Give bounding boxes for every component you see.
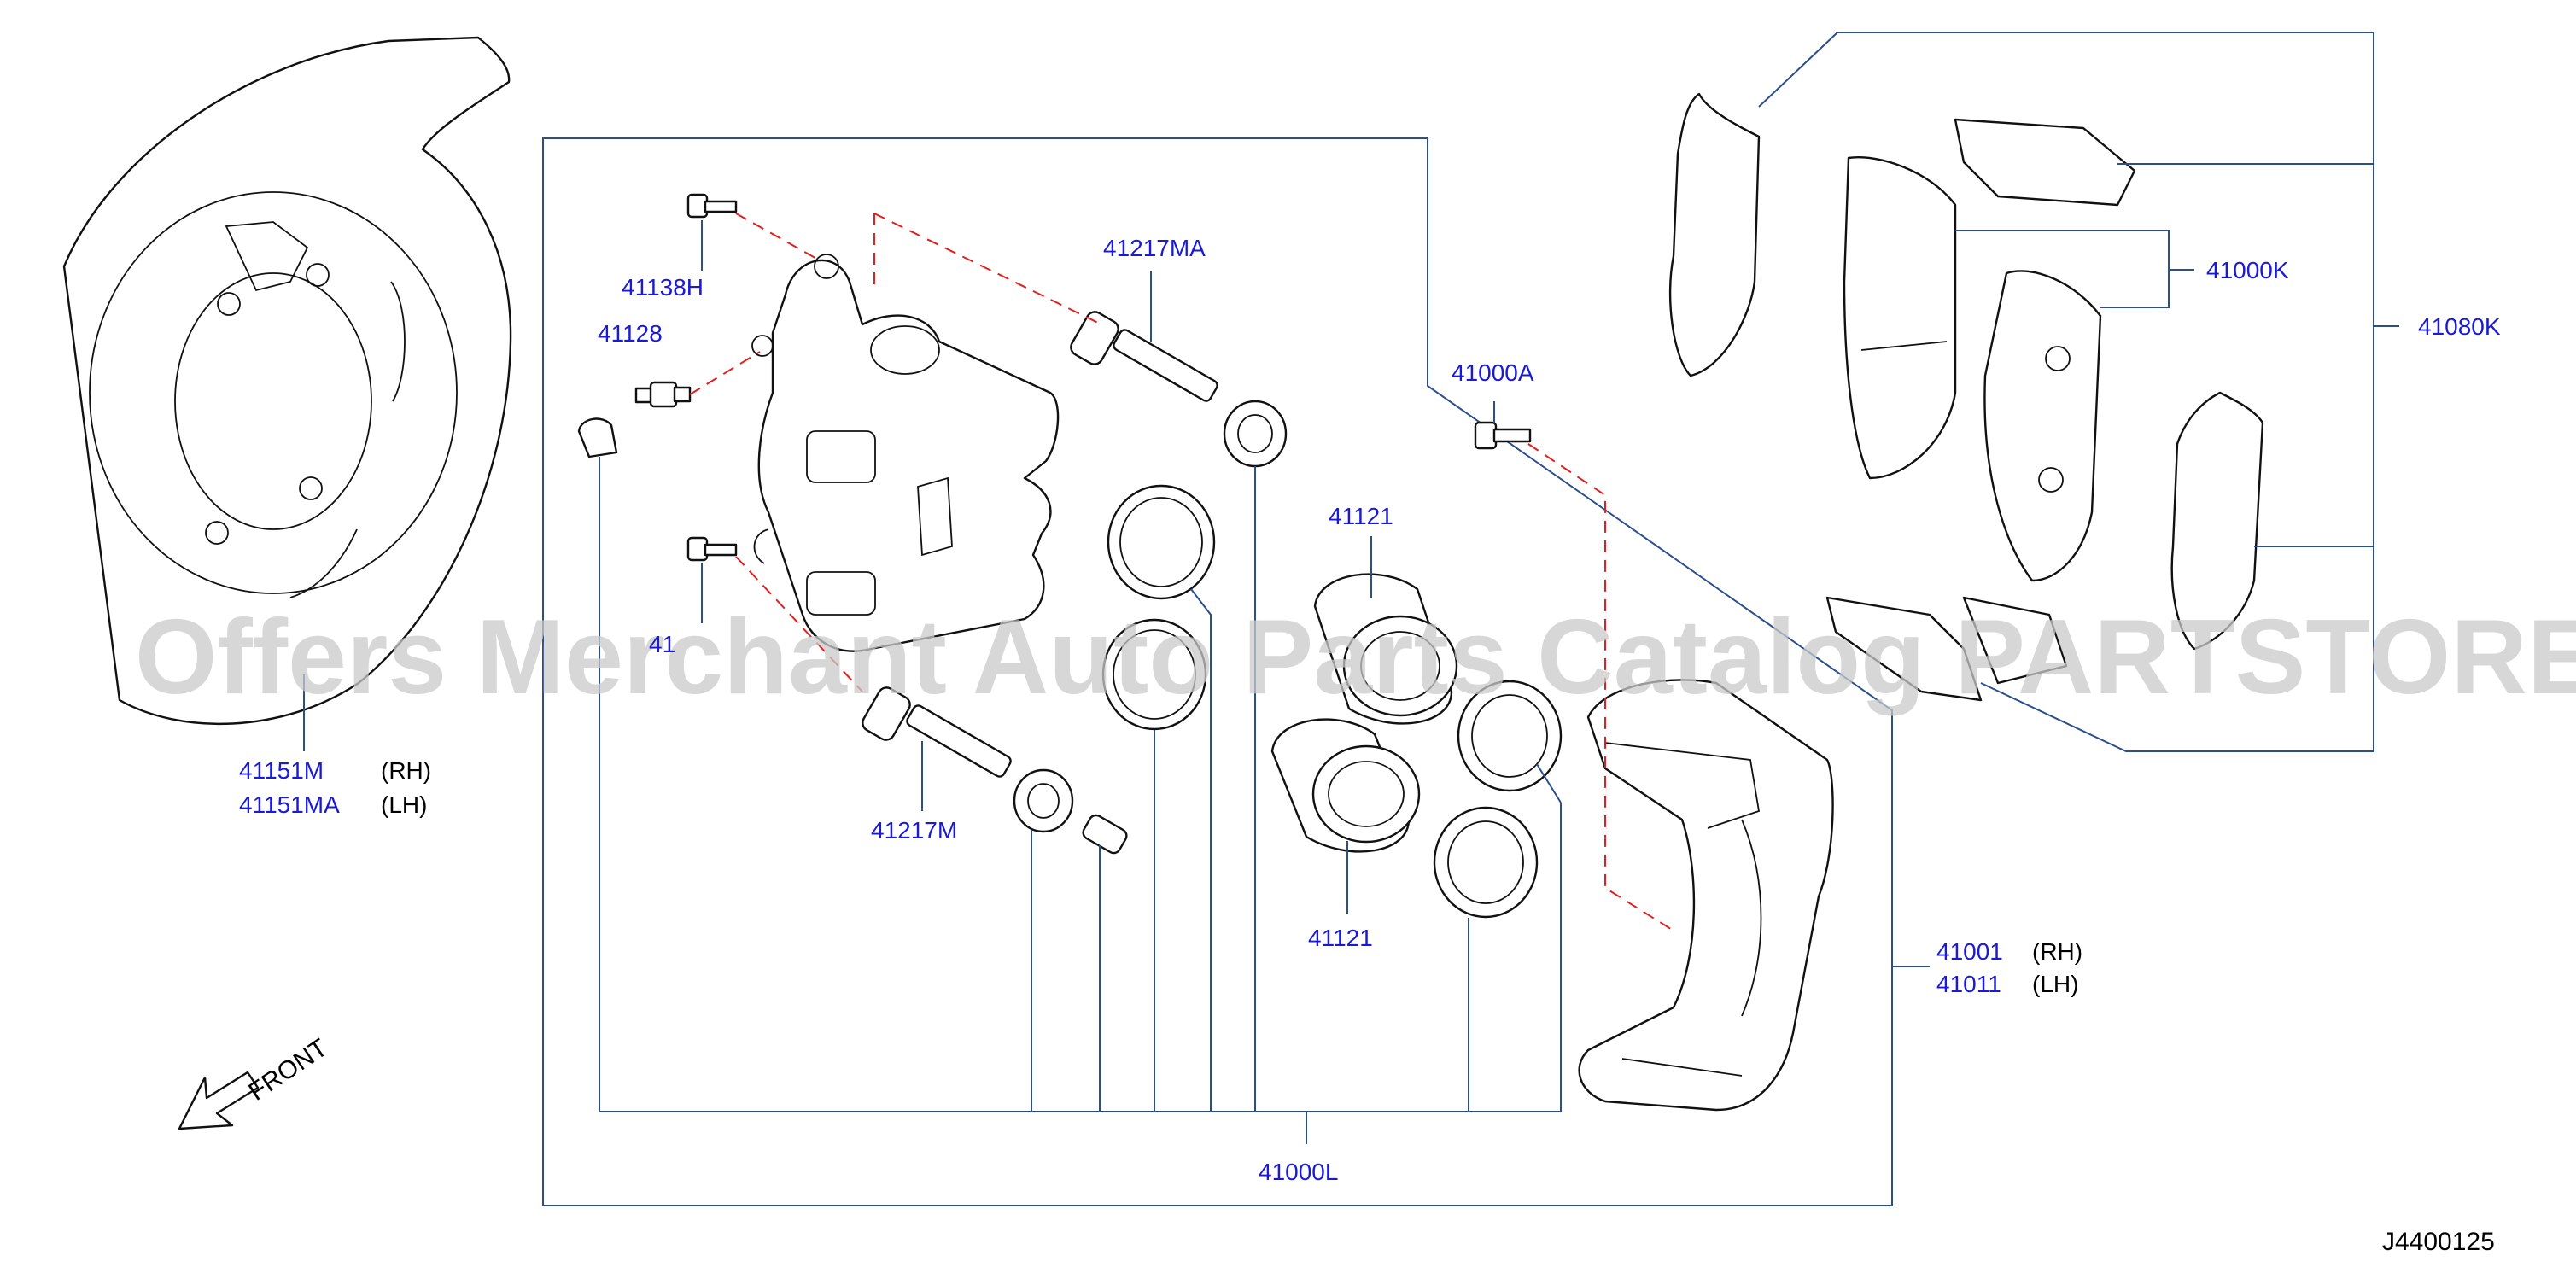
pad-shim-outer-drawing[interactable] xyxy=(1668,92,1761,377)
bleeder-cap-drawing[interactable] xyxy=(577,417,618,458)
piston-upper-drawing[interactable] xyxy=(1313,573,1458,725)
label-41011[interactable]: 41011 xyxy=(1936,971,2001,997)
front-arrow-icon xyxy=(178,1071,260,1130)
label-41121-upper[interactable]: 41121 xyxy=(1329,503,1393,529)
alignment-guides xyxy=(689,213,1674,931)
brake-pad-inner-drawing[interactable] xyxy=(1983,270,2102,582)
label-41011-side: (LH) xyxy=(2032,971,2078,997)
caliper-assembly-frame xyxy=(542,137,1893,1206)
figure-code: J4400125 xyxy=(2382,1228,2495,1256)
watermark-text: Offers Merchant Auto Parts Catalog PARTS… xyxy=(135,598,2576,716)
bushing-drawing[interactable] xyxy=(1081,813,1130,855)
piston-lower-drawing[interactable] xyxy=(1270,718,1421,853)
label-41000l[interactable]: 41000L xyxy=(1259,1159,1338,1185)
pad-clip-top-drawing[interactable] xyxy=(1954,118,2136,207)
label-41217ma[interactable]: 41217MA xyxy=(1103,235,1206,261)
label-41151ma[interactable]: 41151MA xyxy=(239,791,340,818)
dust-seal-upper-drawing[interactable] xyxy=(1457,680,1563,792)
pin-boot-upper-drawing[interactable] xyxy=(1223,400,1288,468)
bolt-lower-drawing[interactable] xyxy=(686,536,738,562)
dust-shield-drawing[interactable] xyxy=(62,36,512,726)
bleeder-valve-41128-drawing[interactable] xyxy=(634,381,692,408)
seal-ring-upper-drawing[interactable] xyxy=(1107,484,1216,600)
pad-shim-inner-drawing[interactable] xyxy=(2170,391,2264,651)
dust-seal-lower-drawing[interactable] xyxy=(1433,806,1539,919)
label-41080k[interactable]: 41080K xyxy=(2418,313,2501,340)
label-41151m-side: (RH) xyxy=(381,757,431,784)
label-41128[interactable]: 41128 xyxy=(598,320,663,347)
label-41121-lower[interactable]: 41121 xyxy=(1308,925,1373,951)
pin-boot-lower-drawing[interactable] xyxy=(1013,768,1074,833)
pad-clip-bottom-drawing[interactable] xyxy=(1825,596,2068,702)
slide-pin-lower-drawing[interactable] xyxy=(860,685,1013,779)
label-lower-bolt-partial[interactable]: 41 xyxy=(649,631,675,657)
label-41001-side: (RH) xyxy=(2032,938,2082,965)
bolt-41000a-drawing[interactable] xyxy=(1474,421,1532,450)
bolt-41138h-drawing[interactable] xyxy=(686,193,738,219)
leader-lines xyxy=(303,32,2399,1144)
brake-pad-outer-drawing[interactable] xyxy=(1843,156,1957,480)
caliper-bracket-drawing[interactable] xyxy=(1578,679,1834,1112)
label-41000a[interactable]: 41000A xyxy=(1452,359,1534,386)
label-41001[interactable]: 41001 xyxy=(1936,938,2003,965)
label-41151ma-side: (LH) xyxy=(381,791,427,818)
caliper-body-drawing[interactable] xyxy=(751,254,1060,652)
seal-ring-lower-drawing[interactable] xyxy=(1101,618,1207,731)
front-label: FRONT xyxy=(243,1034,332,1106)
label-41138h[interactable]: 41138H xyxy=(622,274,704,301)
label-41217m[interactable]: 41217M xyxy=(871,817,957,844)
label-41000k[interactable]: 41000K xyxy=(2206,257,2289,283)
slide-pin-upper-drawing[interactable] xyxy=(1068,309,1219,403)
label-41151m[interactable]: 41151M xyxy=(239,757,324,784)
